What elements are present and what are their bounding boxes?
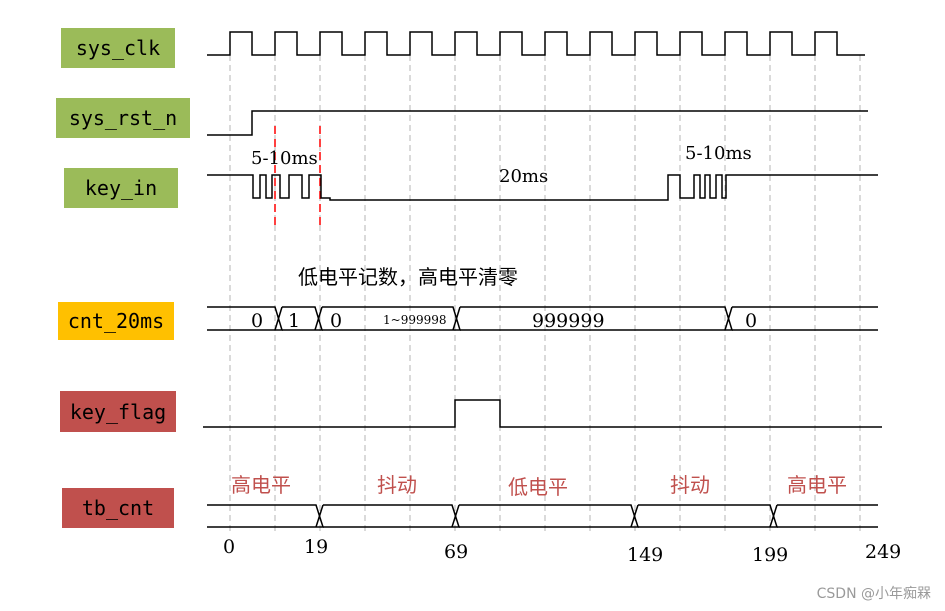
- phase-1: 高电平: [231, 473, 291, 497]
- cnt-value-0: 0: [251, 310, 263, 332]
- stable-annotation: 20ms: [499, 166, 548, 187]
- cnt-value-2: 0: [330, 310, 342, 332]
- sys-rst-n-wave: [207, 110, 868, 136]
- phase-5: 高电平: [787, 473, 847, 497]
- watermark: CSDN @小年痴槑: [816, 586, 931, 602]
- cnt-value-3: 1~999998: [383, 313, 447, 327]
- tb-tick-199: 199: [752, 544, 788, 566]
- phase-2: 抖动: [377, 473, 417, 497]
- key-flag-wave: [203, 399, 882, 428]
- bounce1-annotation: 5-10ms: [251, 148, 318, 169]
- sys-clk-label: sys_clk: [61, 28, 175, 68]
- bounce-markers: [274, 126, 321, 228]
- cnt-value-5: 0: [745, 310, 757, 332]
- cnt-value-1: 1: [288, 310, 300, 332]
- cnt-20ms-bus: [207, 306, 878, 331]
- phase-4: 抖动: [670, 473, 710, 497]
- key-in-label: key_in: [64, 168, 178, 208]
- tb-tick-69: 69: [444, 541, 468, 563]
- cnt-20ms-label: cnt_20ms: [58, 302, 174, 340]
- key-flag-label: key_flag: [60, 391, 176, 432]
- sys-rst-n-label: sys_rst_n: [56, 98, 190, 138]
- bounce2-annotation: 5-10ms: [685, 143, 752, 164]
- tb-tick-249: 249: [865, 541, 901, 563]
- key-in-wave: [207, 174, 878, 201]
- tb-cnt-label: tb_cnt: [62, 488, 174, 528]
- sys-clk-wave: [207, 31, 865, 56]
- cnt-value-4: 999999: [532, 310, 605, 332]
- tb-tick-149: 149: [627, 544, 663, 566]
- clock-edge-guides: [229, 55, 861, 532]
- tb-tick-0: 0: [223, 536, 235, 558]
- phase-3: 低电平: [508, 475, 568, 499]
- rule-annotation: 低电平记数，高电平清零: [298, 265, 518, 289]
- tb-cnt-bus: [207, 504, 878, 528]
- tb-tick-19: 19: [304, 536, 328, 558]
